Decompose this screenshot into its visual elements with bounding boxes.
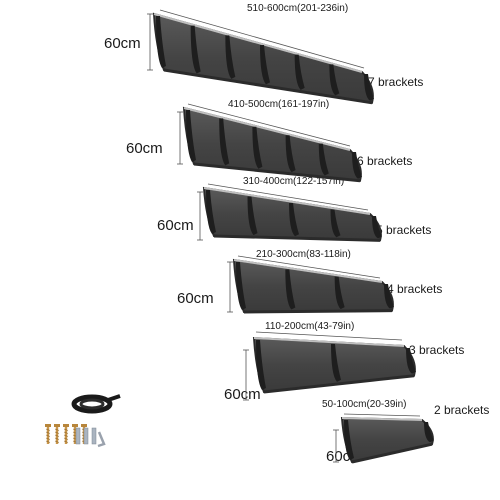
awning-drip-edge: [163, 68, 373, 105]
awning-drip-edge: [351, 442, 433, 464]
awning-7-brackets: [152, 12, 374, 105]
bracket-icon: [294, 54, 305, 90]
bracket-icon: [364, 74, 374, 101]
width-label-7: 510-600cm(201-236in): [247, 3, 349, 14]
bracket-icon: [186, 110, 196, 162]
awning-5-brackets: [202, 186, 382, 242]
bracket-icon: [156, 16, 166, 68]
awning-wall-rail: [253, 337, 405, 347]
brackets-label-4: 4 brackets: [387, 282, 443, 296]
awning-3-brackets: [252, 336, 416, 394]
awning-2-brackets: [340, 416, 434, 464]
bracket-icon: [372, 216, 382, 239]
brackets-label-2: 2 brackets: [434, 403, 490, 417]
width-label-3: 110-200cm(43-79in): [265, 321, 355, 332]
awning-drip-edge: [263, 374, 415, 394]
rubber-seal-strip: [71, 394, 113, 414]
anchor-bolt-icon: [83, 427, 89, 445]
awning-panel: [182, 106, 362, 182]
depth-label-6: 60cm: [126, 140, 163, 157]
width-label-4: 210-300cm(83-118in): [256, 249, 351, 260]
width-dimension-line: [187, 103, 351, 147]
bracket-icon: [260, 45, 270, 85]
mounting-kit-icon: [45, 394, 121, 448]
bracket-icon: [225, 35, 236, 79]
bracket-icon: [424, 422, 434, 443]
screw-icon: [54, 424, 60, 444]
width-dimension-line: [207, 183, 369, 211]
awning-wall-rail: [341, 417, 423, 421]
bracket-icon: [318, 143, 329, 176]
bracket-icon: [190, 25, 201, 74]
width-label-5: 310-400cm(122-157in): [243, 176, 345, 187]
anchor-bolt-icon: [91, 427, 97, 445]
width-label-6: 410-500cm(161-197in): [228, 99, 330, 110]
awning-wall-rail: [153, 13, 363, 73]
width-dimension-line: [255, 331, 403, 341]
bracket-icon: [384, 284, 394, 309]
rubber-seal-strip-inner: [79, 398, 105, 410]
depth-label-7: 60cm: [104, 35, 141, 52]
screw-icon: [45, 424, 51, 444]
awning-wall-rail: [233, 259, 383, 283]
depth-label-4: 60cm: [177, 290, 214, 307]
bracket-icon: [331, 344, 341, 382]
brackets-label-6: 6 brackets: [357, 154, 413, 168]
dimension-lines-6: [177, 103, 351, 165]
awning-drip-edge: [243, 309, 393, 314]
bracket-icon: [252, 126, 263, 169]
anchor-bolt-icon: [75, 427, 81, 445]
dimension-lines-3: [243, 331, 403, 401]
awning-4-brackets: [232, 258, 394, 314]
bracket-icon: [247, 196, 258, 236]
width-dimension-line: [159, 9, 365, 69]
anchor-hook: [97, 431, 106, 448]
bracket-icon: [289, 203, 299, 237]
width-label-2: 50-100cm(20-39in): [322, 399, 407, 410]
awning-drip-edge: [213, 234, 381, 242]
bracket-icon: [406, 348, 416, 374]
bracket-icon: [236, 262, 246, 310]
brackets-label-7: 7 brackets: [368, 75, 424, 89]
dimension-lines-7: [147, 9, 365, 71]
width-dimension-line: [237, 255, 381, 279]
bracket-icon: [256, 340, 266, 390]
bracket-icon: [330, 209, 341, 238]
bracket-icon: [344, 420, 354, 460]
depth-label-3: 60cm: [224, 386, 261, 403]
awning-wall-rail: [183, 107, 351, 151]
awning-wall-rail: [203, 187, 371, 215]
bracket-icon: [285, 269, 296, 310]
bracket-icon: [334, 276, 345, 310]
bracket-icon: [329, 64, 340, 96]
awning-drip-edge: [193, 162, 361, 183]
dimension-lines-5: [197, 183, 369, 241]
dimension-lines-4: [227, 255, 381, 313]
bracket-icon: [352, 152, 362, 179]
brackets-label-3: 3 brackets: [409, 343, 465, 357]
bracket-icon: [285, 135, 296, 173]
bracket-icon: [219, 118, 230, 166]
dimension-lines-2: [333, 413, 421, 463]
seal-strip-tail: [107, 394, 121, 402]
bracket-icon: [206, 190, 216, 234]
screw-icon: [63, 424, 69, 444]
brackets-label-5: 5 brackets: [376, 223, 432, 237]
width-dimension-line: [343, 413, 421, 417]
depth-label-5: 60cm: [157, 217, 194, 234]
awning-6-brackets: [182, 106, 362, 183]
